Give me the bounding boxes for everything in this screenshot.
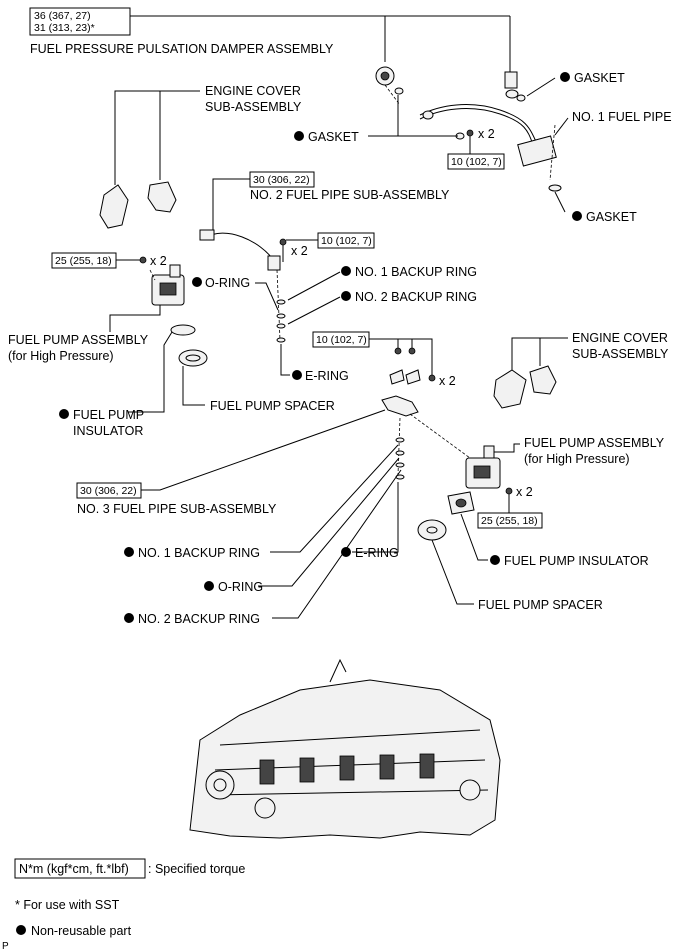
engine-illustration bbox=[189, 658, 501, 839]
legend: N*m (kgf*cm, ft.*lbf) : Specified torque… bbox=[2, 858, 245, 952]
no3-pipe-torque-box: 30 (306, 22) bbox=[76, 482, 142, 499]
pump-left-torque-box: 25 (255, 18) bbox=[51, 252, 117, 269]
no2-backup-ring-top-label: NO. 2 BACKUP RING bbox=[355, 290, 477, 304]
legend-sst-note: * For use with SST bbox=[15, 898, 120, 912]
no2-pipe-torque: 30 (306, 22) bbox=[253, 174, 310, 186]
clamp-parts bbox=[389, 347, 436, 385]
non-reusable-dot-icon bbox=[192, 277, 202, 287]
insulator-right-part bbox=[447, 491, 475, 515]
o-ring-low-label: O-RING bbox=[218, 580, 263, 594]
engine-cover-left-label-1: ENGINE COVER bbox=[205, 84, 301, 98]
non-reusable-dot-icon bbox=[341, 266, 351, 276]
damper-label: FUEL PRESSURE PULSATION DAMPER ASSEMBLY bbox=[30, 42, 334, 56]
pipe-bolt-torque-box: 10 (102, 7) bbox=[447, 153, 505, 170]
damper-torque-line1: 36 (367, 27) bbox=[34, 10, 91, 22]
non-reusable-dot-icon bbox=[341, 547, 351, 557]
no2-pipe-bolt bbox=[279, 238, 287, 262]
spacer-right-label: FUEL PUMP SPACER bbox=[478, 598, 603, 612]
corner-mark: P bbox=[2, 941, 9, 952]
insulator-left-label-1: FUEL PUMP bbox=[73, 408, 144, 422]
pump-left-label-2: (for High Pressure) bbox=[8, 349, 114, 363]
non-reusable-dot-icon bbox=[16, 925, 26, 935]
pump-right-label-2: (for High Pressure) bbox=[524, 452, 630, 466]
no3-fuel-pipe-part bbox=[381, 395, 471, 480]
pump-left-label-1: FUEL PUMP ASSEMBLY bbox=[8, 333, 149, 347]
non-reusable-dot-icon bbox=[490, 555, 500, 565]
no2-pipe-torque-box: 30 (306, 22) bbox=[249, 171, 315, 188]
non-reusable-dot-icon bbox=[572, 211, 582, 221]
engine-cover-left-parts bbox=[99, 181, 177, 229]
engine-cover-left-label-2: SUB-ASSEMBLY bbox=[205, 100, 302, 114]
no2-fuel-pipe-label: NO. 2 FUEL PIPE SUB-ASSEMBLY bbox=[250, 188, 450, 202]
damper-torque-line2: 31 (313, 23)* bbox=[34, 22, 95, 34]
spacer-left-label: FUEL PUMP SPACER bbox=[210, 399, 335, 413]
non-reusable-dot-icon bbox=[124, 547, 134, 557]
e-ring-low-label: E-RING bbox=[355, 546, 399, 560]
gasket-top-part bbox=[504, 71, 556, 102]
gasket-mid-label: GASKET bbox=[308, 130, 359, 144]
fuel-pump-left-part bbox=[149, 264, 185, 306]
non-reusable-dot-icon bbox=[59, 409, 69, 419]
o-ring-left-label: O-RING bbox=[205, 276, 250, 290]
legend-torque-desc: : Specified torque bbox=[148, 862, 245, 876]
pump-right-torque-box: 25 (255, 18) bbox=[477, 512, 543, 529]
legend-torque-box: N*m (kgf*cm, ft.*lbf) bbox=[19, 862, 129, 876]
no1-backup-ring-low-label: NO. 1 BACKUP RING bbox=[138, 546, 260, 560]
non-reusable-dot-icon bbox=[341, 291, 351, 301]
x2-label: x 2 bbox=[478, 127, 495, 141]
gasket-low-label: GASKET bbox=[586, 210, 637, 224]
legend-nonreusable: Non-reusable part bbox=[31, 924, 132, 938]
bolt-x2-top-torque: 10 (102, 7) bbox=[321, 235, 372, 247]
no1-backup-ring-top-label: NO. 1 BACKUP RING bbox=[355, 265, 477, 279]
x2-label: x 2 bbox=[150, 254, 167, 268]
x2-label: x 2 bbox=[291, 244, 308, 258]
no3-pipe-torque: 30 (306, 22) bbox=[80, 485, 137, 497]
no1-fuel-pipe-part bbox=[419, 104, 562, 192]
no2-backup-ring-low-label: NO. 2 BACKUP RING bbox=[138, 612, 260, 626]
engine-cover-right-label-1: ENGINE COVER bbox=[572, 331, 668, 345]
non-reusable-dot-icon bbox=[204, 581, 214, 591]
fuel-pump-right-part bbox=[465, 445, 513, 495]
spacer-right-part bbox=[417, 519, 447, 541]
e-ring-top-label: E-RING bbox=[305, 369, 349, 383]
pump-right-label-1: FUEL PUMP ASSEMBLY bbox=[524, 436, 665, 450]
non-reusable-dot-icon bbox=[560, 72, 570, 82]
damper-torque-box: 36 (367, 27) 31 (313, 23)* bbox=[29, 7, 511, 72]
pump-right-torque: 25 (255, 18) bbox=[481, 515, 538, 527]
non-reusable-dot-icon bbox=[294, 131, 304, 141]
no2-fuel-pipe-part bbox=[199, 229, 286, 343]
gasket-top-label: GASKET bbox=[574, 71, 625, 85]
x2-label: x 2 bbox=[439, 374, 456, 388]
bolt-x2-top-torque-box: 10 (102, 7) bbox=[317, 232, 375, 249]
no3-fuel-pipe-label: NO. 3 FUEL PIPE SUB-ASSEMBLY bbox=[77, 502, 277, 516]
insulator-left-part bbox=[170, 324, 196, 336]
insulator-right-label: FUEL PUMP INSULATOR bbox=[504, 554, 649, 568]
insulator-left-label-2: INSULATOR bbox=[73, 424, 143, 438]
non-reusable-dot-icon bbox=[292, 370, 302, 380]
pump-left-torque: 25 (255, 18) bbox=[55, 255, 112, 267]
pulsation-damper bbox=[375, 66, 404, 106]
pump-left-bolt bbox=[139, 256, 147, 264]
pipe-bolt-torque: 10 (102, 7) bbox=[451, 156, 502, 168]
pipe-bolt bbox=[466, 129, 474, 154]
clamp-bolts-torque-box: 10 (102, 7) bbox=[312, 331, 370, 348]
non-reusable-dot-icon bbox=[124, 613, 134, 623]
no1-fuel-pipe-label: NO. 1 FUEL PIPE bbox=[572, 110, 672, 124]
x2-label: x 2 bbox=[516, 485, 533, 499]
engine-cover-right-parts bbox=[493, 365, 557, 409]
spacer-left-part bbox=[178, 349, 208, 367]
clamp-bolts-torque: 10 (102, 7) bbox=[316, 334, 367, 346]
engine-cover-right-label-2: SUB-ASSEMBLY bbox=[572, 347, 669, 361]
